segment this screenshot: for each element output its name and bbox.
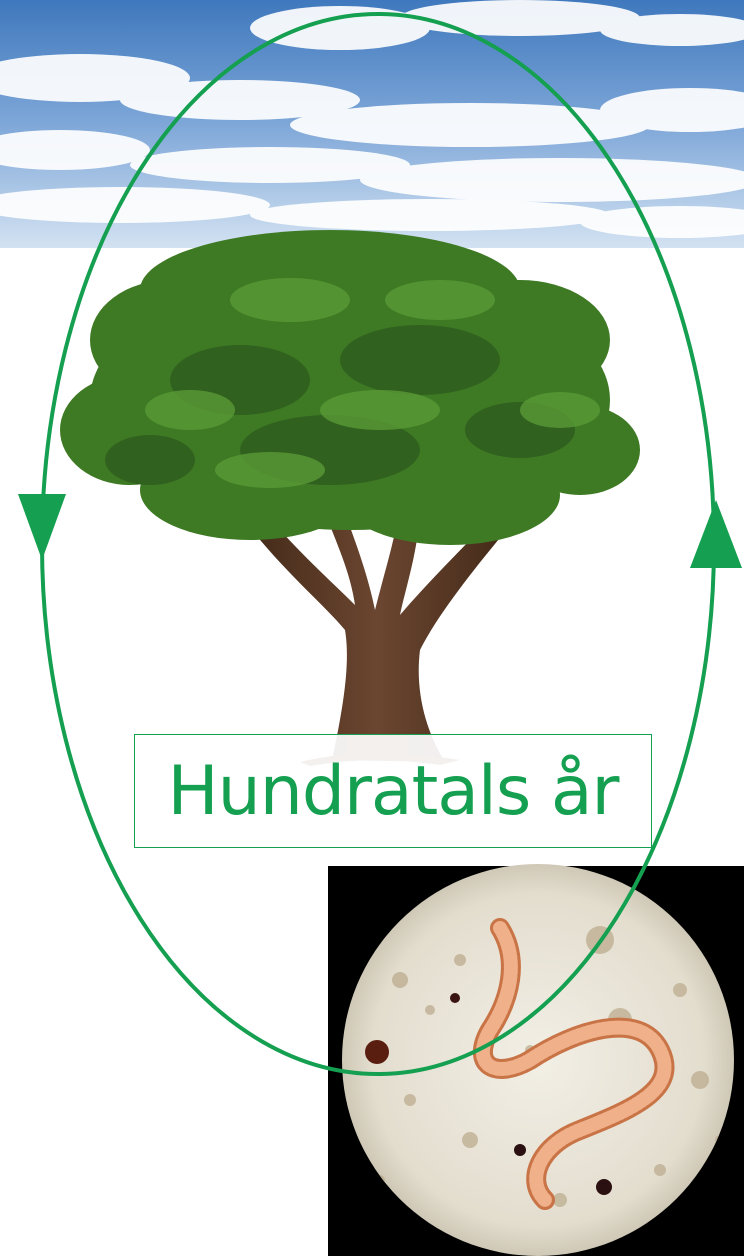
tree-image bbox=[60, 230, 640, 766]
arrow-down-icon bbox=[18, 494, 66, 560]
sky-image bbox=[0, 0, 744, 248]
arrow-up-icon bbox=[690, 500, 742, 568]
microscope-image bbox=[328, 864, 744, 1256]
duration-label-box: Hundratals år bbox=[134, 734, 652, 848]
duration-label: Hundratals år bbox=[167, 752, 618, 831]
